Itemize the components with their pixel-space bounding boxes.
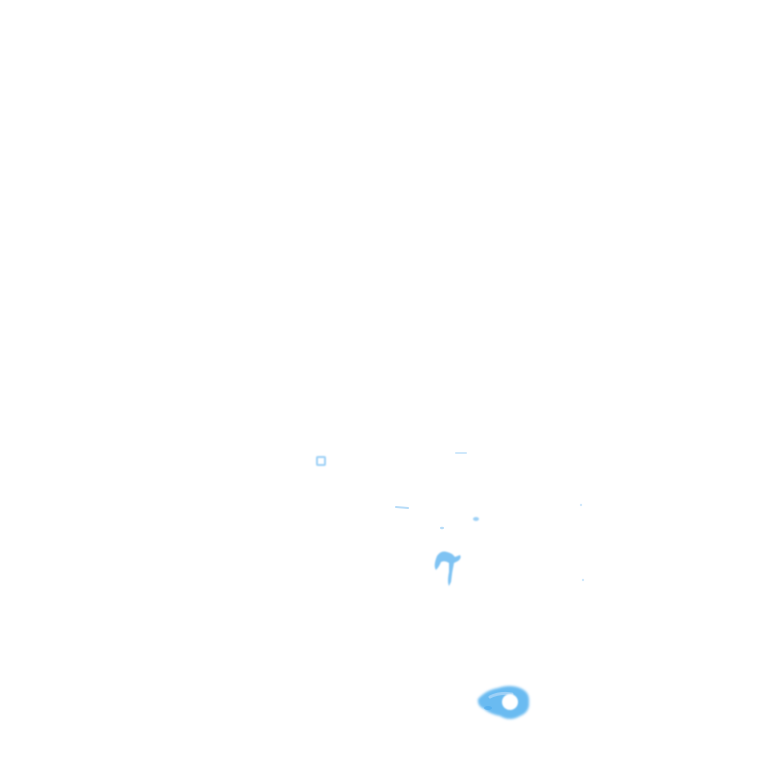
speck-dot-right-lower (581, 578, 585, 582)
speck-dash-left (395, 506, 409, 509)
speck-blob (477, 686, 530, 719)
speck-dot-center (473, 517, 479, 521)
speck-square (316, 456, 326, 466)
speck-drip (434, 551, 461, 586)
speck-dot-right-upper (579, 503, 583, 507)
speck-dot-small (440, 526, 444, 530)
